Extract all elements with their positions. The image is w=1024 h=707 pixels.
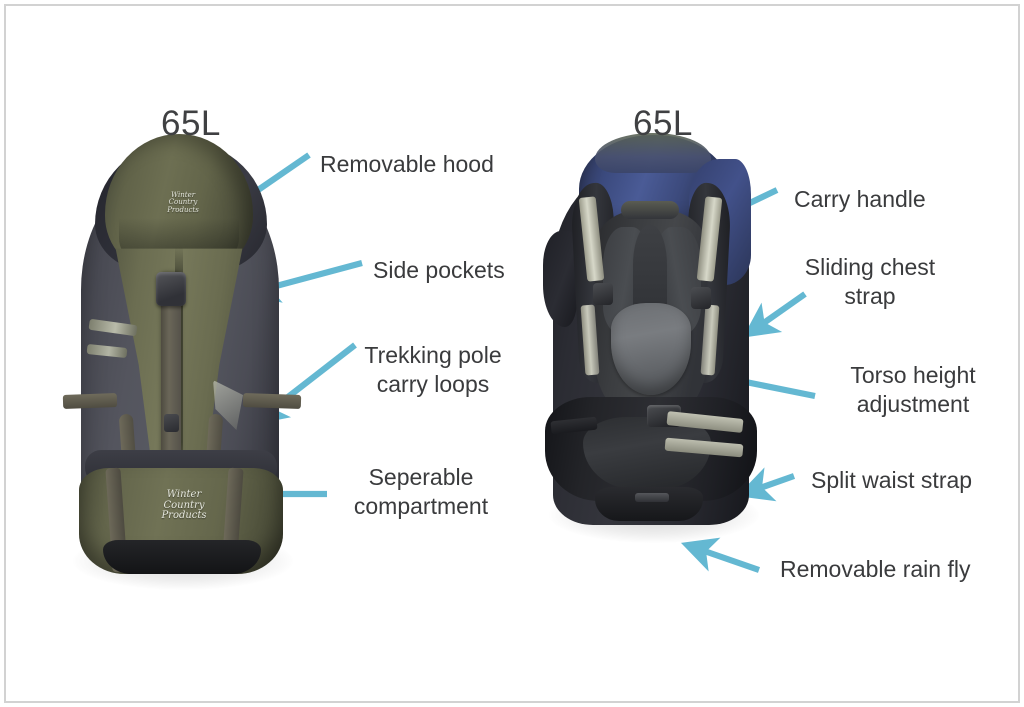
top-lid-highlight (595, 133, 711, 173)
sliding-chest-strap-left (593, 283, 613, 305)
rain-fly-tab (635, 493, 669, 502)
hip-belt-mesh (583, 417, 711, 489)
volume-title-back: 65L (633, 104, 693, 143)
side-pocket-back (543, 231, 577, 327)
torso-height-adjustment-part (611, 303, 691, 395)
removable-rain-fly-part (595, 487, 703, 521)
front-buckle-lower (164, 414, 179, 432)
carry-handle-part (621, 201, 679, 219)
compression-strap-vertical (161, 272, 181, 458)
callout-label-side-pockets: Side pockets (373, 257, 505, 283)
backpack-back-view (539, 133, 779, 595)
diagram-canvas: Winter Country Products Winter Country P… (7, 7, 1017, 700)
callout-label-torso-height-adjustment: Torso height adjustment (850, 362, 976, 417)
volume-title-front: 65L (161, 104, 221, 143)
callout-label-trekking-pole-carry-loops: Trekking pole carry loops (364, 342, 502, 397)
callout-label-sliding-chest-strap: Sliding chest strap (804, 254, 936, 309)
callout-label-split-waist-strap: Split waist strap (811, 467, 973, 493)
front-buckle (156, 272, 186, 306)
pack-base (103, 540, 261, 574)
callout-label-removable-hood: Removable hood (320, 151, 494, 177)
webbing-right (242, 392, 302, 410)
callout-label-carry-handle: Carry handle (794, 186, 926, 212)
webbing-left (62, 393, 118, 409)
callout-label-removable-rain-fly: Removable rain fly (780, 556, 971, 582)
sliding-chest-strap-part (691, 287, 711, 309)
callout-label-seperable-compartment: Seperable compartment (353, 464, 489, 519)
backpack-front-view: Winter Country Products Winter Country P… (62, 132, 305, 592)
